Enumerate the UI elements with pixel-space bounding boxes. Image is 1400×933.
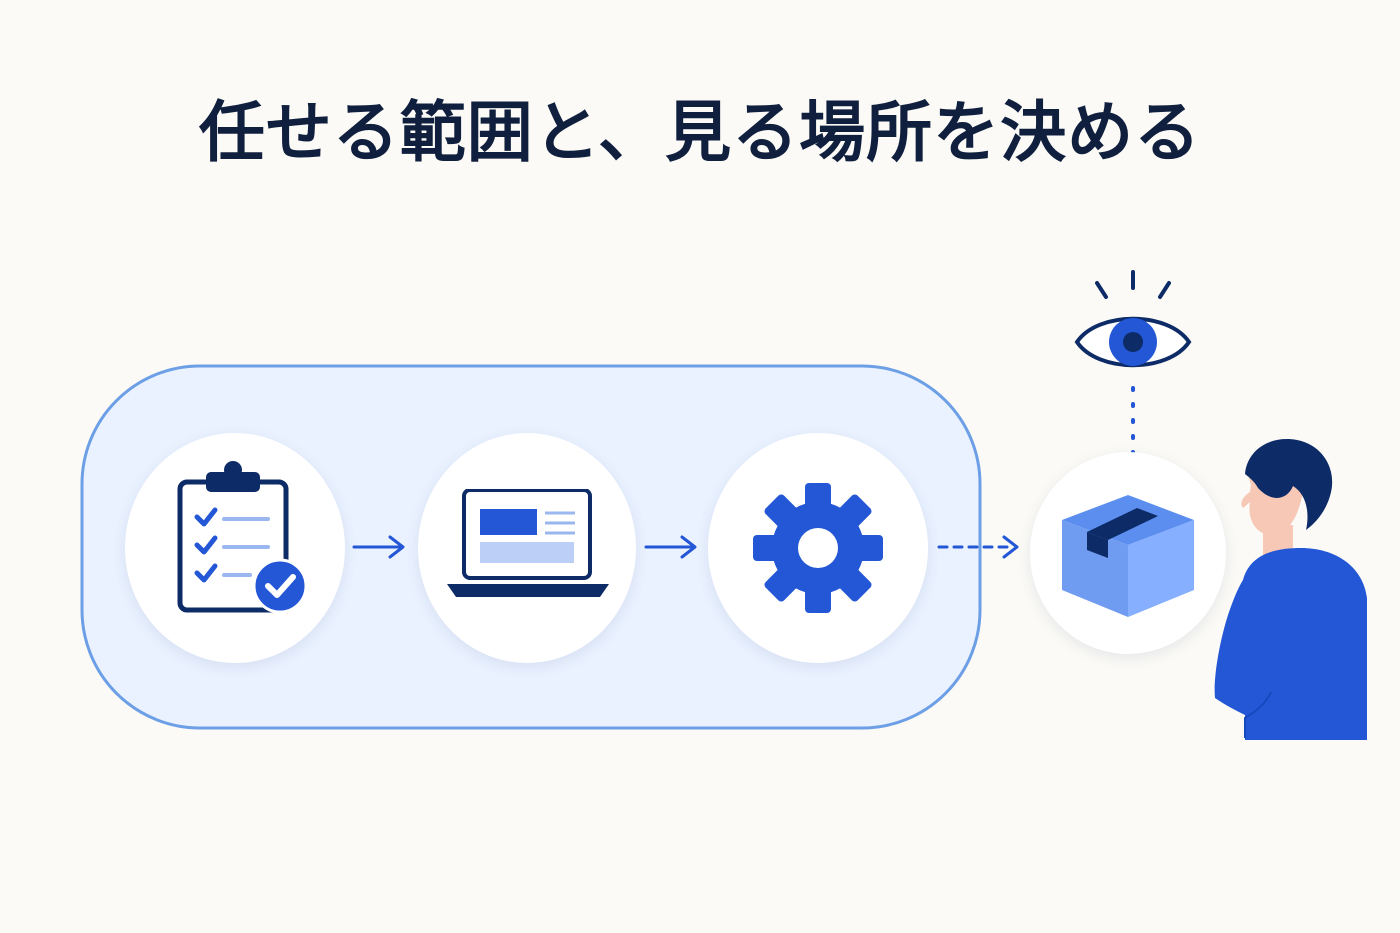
arrow-laptop-to-gear bbox=[644, 535, 697, 559]
reviewer-person-icon bbox=[1214, 439, 1367, 740]
arrow-checklist-to-laptop bbox=[352, 535, 405, 559]
box-icon bbox=[1062, 495, 1194, 617]
page-title: 任せる範囲と、見る場所を決める bbox=[198, 94, 1202, 171]
dashed-arrow-gear-to-box bbox=[937, 535, 1019, 559]
eye-icon bbox=[1074, 270, 1192, 368]
laptop-icon bbox=[447, 489, 609, 597]
gear-icon bbox=[753, 483, 883, 613]
clipboard-check-icon bbox=[177, 461, 308, 614]
